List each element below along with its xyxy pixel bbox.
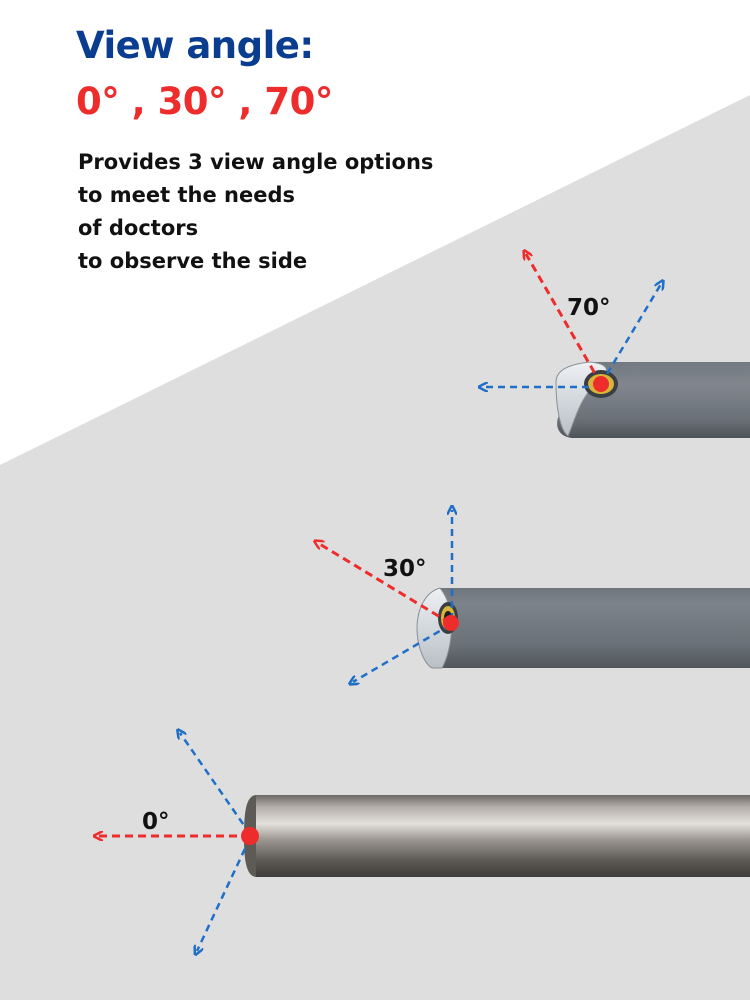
probe-30 — [416, 587, 750, 669]
angle-options: 0° , 30° , 70° — [76, 80, 333, 123]
arrow-30-blue-down — [353, 623, 451, 682]
description-line: to meet the needs — [78, 183, 296, 207]
background-panel — [0, 95, 750, 1000]
lens-dot-30 — [443, 615, 459, 631]
lens-dot-70 — [593, 376, 609, 392]
arrow-70-blue-up — [599, 284, 661, 385]
description-line: to observe the side — [78, 249, 308, 273]
description-line: Provides 3 view angle options — [78, 150, 434, 174]
probe-0 — [244, 795, 750, 877]
label-30: 30° — [383, 556, 427, 582]
arrow-0-blue-down — [197, 837, 252, 951]
lens-dot-0 — [241, 827, 259, 845]
page-title: View angle: — [76, 24, 314, 67]
label-70: 70° — [567, 295, 611, 321]
probe-70 — [555, 361, 750, 438]
label-0: 0° — [142, 809, 170, 835]
description-line: of doctors — [78, 216, 199, 240]
arrow-0-blue-up — [180, 733, 252, 835]
description: Provides 3 view angle options to meet th… — [78, 146, 433, 278]
